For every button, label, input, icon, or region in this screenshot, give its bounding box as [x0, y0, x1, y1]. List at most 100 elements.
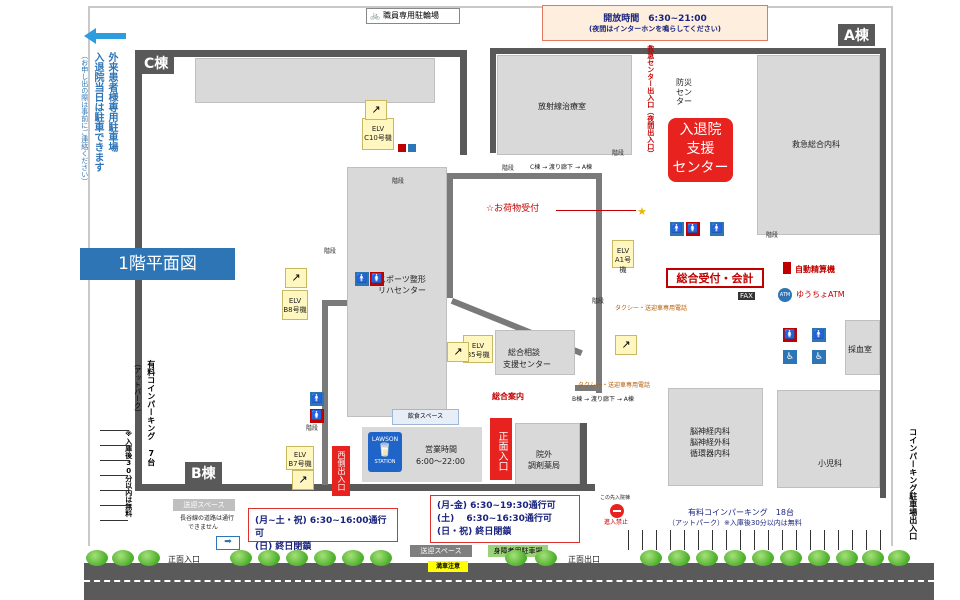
- tree-icon: [314, 550, 336, 566]
- west-hours-callout: (月~土・祝) 6:30~16:00通行可 (日) 終日閉鎖: [248, 508, 398, 552]
- b-building-outline-bottom: [135, 484, 595, 491]
- elv-b7-top: ELV: [293, 451, 307, 459]
- toilet-men-icon-5: 🚹: [812, 328, 826, 342]
- toilet-men-icon-2: 🚹: [710, 222, 724, 236]
- west-hours-line1: (月~土・祝) 6:30~16:00通行可: [255, 516, 387, 539]
- toilet-women-icon-6: [398, 144, 406, 152]
- b-inner-wall: [322, 300, 328, 485]
- elv-b8-bottom: B8号機: [283, 306, 307, 314]
- admission-line3: センター: [672, 160, 729, 176]
- emergency-label: 救急総合内科: [792, 140, 840, 149]
- stairs-label-2: 階段: [324, 248, 337, 255]
- no-entry-label: 進入禁止: [604, 519, 629, 526]
- corridor-c-to-a: C棟 → 渡り廊下 → A棟: [530, 164, 592, 171]
- luggage-label: ☆お荷物受付: [486, 204, 540, 214]
- right-arrow-icon: ➡: [216, 536, 240, 550]
- reception-label: 総合受付・会計: [676, 272, 754, 285]
- admission-support-center[interactable]: 入退院 支援 センター: [668, 118, 733, 182]
- bus-note-2: できません: [188, 524, 218, 531]
- floor-title: 1階平面図: [80, 248, 235, 280]
- corridor-ring-right: [596, 173, 602, 393]
- tree-icon: [370, 550, 392, 566]
- atm-label: ゆうちょATM: [796, 290, 845, 299]
- tree-icon: [780, 550, 802, 566]
- no-entry-icon: [610, 504, 624, 518]
- outpatient-parking-line2: 入退院当日は駐車できます: [92, 52, 103, 172]
- elv-a1-bottom: A1号機: [614, 256, 632, 274]
- tree-icon: [86, 550, 108, 566]
- luggage-star-icon: ★: [637, 205, 647, 218]
- neuro-label-1: 脳神経内科: [690, 427, 730, 436]
- coin-parking-right-2: （アットパーク）※入庫後30分以内は無料: [668, 519, 802, 527]
- parking-slots-right: [628, 530, 888, 550]
- lawson-station: STATION: [374, 459, 396, 465]
- c-room-block-2: [142, 150, 187, 450]
- sports-label-2: リハセンター: [378, 286, 426, 295]
- pickup-space-bottom: 送迎スペース: [410, 545, 472, 557]
- stairs-icon-4: ↗: [615, 335, 637, 355]
- bike-parking: 🚲職員専用駐輪場: [366, 8, 460, 24]
- tree-icon: [888, 550, 910, 566]
- elv-b5-top: ELV: [471, 342, 485, 350]
- right-exit-vertical: コインパーキング駐車場出入口: [908, 428, 918, 540]
- hours-notice-line1: 開放時間 6:30~21:00: [603, 14, 707, 24]
- elv-c10-top: ELV: [371, 125, 385, 133]
- hours-notice: 開放時間 6:30~21:00 (夜間はインターホンを鳴らしてください): [542, 5, 768, 41]
- bike-parking-label: 職員専用駐輪場: [382, 11, 439, 20]
- toilet-men-icon-3: 🚹: [355, 272, 369, 286]
- admission-line2: 支援: [686, 141, 715, 157]
- parking-slots-left: [100, 430, 128, 530]
- toilet-men-icon-4: 🚹: [310, 392, 324, 406]
- left-arrow-icon: [84, 28, 126, 48]
- lawson-brand: LAWSON: [371, 436, 399, 443]
- a-building-outline-left: [490, 48, 496, 153]
- pediatrics-room: [777, 390, 880, 488]
- elv-c10-bottom: C10号機: [364, 134, 392, 142]
- main-entrance[interactable]: 正面入口: [490, 418, 512, 480]
- west-entrance[interactable]: 西側出入口: [332, 446, 350, 496]
- a-building-outline-right: [880, 48, 886, 498]
- tree-icon: [808, 550, 830, 566]
- tree-icon: [112, 550, 134, 566]
- main-hours-callout: (月-金) 6:30~19:30通行可 (土) 6:30~16:30通行可 (日…: [430, 495, 580, 543]
- outpatient-parking-note: （お申し出の際は事前にご連絡ください）: [80, 52, 89, 185]
- tree-icon: [640, 550, 662, 566]
- tree-icon: [258, 550, 280, 566]
- no-parking-sign: 満車注意: [428, 561, 468, 572]
- shop-hours: 6:00～22:00: [416, 457, 466, 466]
- emergency-entrance-sign: 救急センター出入口（夜間出入口）: [646, 45, 655, 157]
- coin-parking-left-sub: （アットパーク）: [133, 360, 142, 416]
- outpatient-parking-title: 外来患者様専用駐車場: [106, 52, 117, 152]
- stairs-label-3: 階段: [592, 298, 605, 305]
- luggage-pointer: [556, 210, 636, 211]
- emergency-room: [757, 55, 880, 235]
- coin-parking-right-1: 有料コインパーキング 18台: [688, 508, 794, 517]
- coin-parking-left-note: ※入庫後30分以内は無料: [124, 430, 133, 517]
- stairs-label-6: 階段: [392, 178, 405, 185]
- wheelchair-icon-1: ♿: [783, 350, 797, 364]
- a-building-label: A棟: [838, 24, 875, 46]
- elv-b7-bottom: B7号機: [288, 460, 312, 468]
- corridor-b-to-a: B棟 → 渡り廊下 → A棟: [572, 396, 634, 403]
- corridor-ring-top: [447, 173, 602, 179]
- tree-icon: [505, 550, 527, 566]
- tree-icon: [230, 550, 252, 566]
- c-building-outline-right: [460, 50, 467, 155]
- b-inner-wall-2: [322, 300, 347, 306]
- corridor-south: [575, 385, 602, 391]
- main-hours-line2: (土) 6:30~16:30通行可: [437, 514, 552, 524]
- reception-desk[interactable]: 総合受付・会計: [666, 268, 764, 288]
- tree-icon: [668, 550, 690, 566]
- milk-icon: 🥛: [376, 443, 394, 458]
- c-building-label: C棟: [138, 52, 175, 74]
- atm-icon[interactable]: ATM: [778, 288, 792, 302]
- radiology-room: [497, 55, 632, 155]
- toilet-men-icon-1: 🚹: [670, 222, 684, 236]
- neuro-label-2: 脳神経外科: [690, 438, 730, 447]
- shop-hours-label: 営業時間: [425, 445, 457, 454]
- lawson-logo: LAWSON 🥛 STATION: [368, 432, 402, 472]
- pediatrics-label: 小児科: [818, 459, 842, 468]
